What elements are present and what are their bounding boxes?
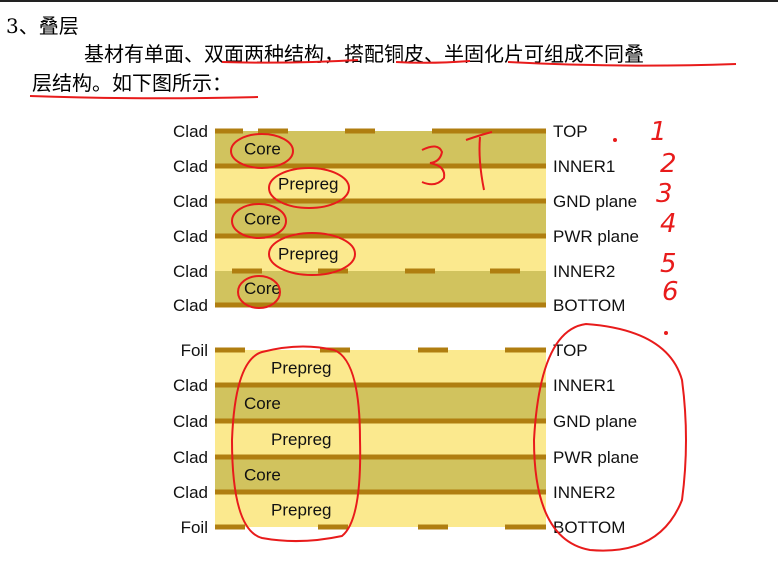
stack2-left-label: Clad [173, 376, 208, 395]
stack1-layer-label: Core [244, 210, 281, 229]
stack1-right-label: TOP [553, 122, 588, 141]
ink-underline-4 [29, 95, 259, 100]
ink-circle-prepreg-2 [268, 232, 356, 276]
ink-underline-2 [395, 60, 471, 64]
stack2-layer-label: Core [244, 466, 281, 485]
stack1-layer-prepreg [215, 236, 546, 271]
ink-circle-core-2 [231, 203, 287, 239]
ink-mark-slash [465, 131, 493, 191]
stack1-left-label: Clad [173, 227, 208, 246]
stack1-layer-core [215, 271, 546, 305]
stack1-right-label: BOTTOM [553, 296, 625, 315]
ink-layer-number: 4 [660, 209, 677, 239]
stack1-copper-trace [232, 268, 262, 274]
stack1-right-label: GND plane [553, 192, 637, 211]
stack2-left-label: Clad [173, 483, 208, 502]
ink-layer-number: 5 [660, 249, 677, 279]
paragraph-line-1: 基材有单面、双面两种结构，搭配铜皮、半固化片可组成不同叠 [84, 42, 644, 66]
stack2-layer-prepreg [215, 421, 546, 457]
ink-loop-stack2-right [532, 322, 687, 552]
stack2-layer-core [215, 457, 546, 492]
ink-layer-number: 1 [650, 117, 667, 147]
ink-loop-stack2-left [230, 345, 362, 543]
stack2-right-label: TOP [553, 341, 588, 360]
stack1-copper-trace [258, 128, 288, 134]
stack1-right-label: INNER1 [553, 157, 615, 176]
stack2-right-label: PWR plane [553, 448, 639, 467]
stack2-copper-trace [418, 524, 448, 530]
stack2-copper-trace [215, 454, 546, 460]
stack2-copper-trace [505, 524, 546, 530]
ink-underline-1 [221, 59, 359, 64]
stack2-copper-trace [215, 524, 245, 530]
ink-circle-core-3 [237, 275, 281, 309]
stack1-copper-trace [405, 268, 435, 274]
stack1-copper-trace [490, 268, 520, 274]
stack2-right-label: BOTTOM [553, 518, 625, 537]
stack2-layer-prepreg [215, 350, 546, 385]
top-rule [0, 0, 778, 2]
stack1-left-label: Clad [173, 262, 208, 281]
stack1-left-label: Clad [173, 192, 208, 211]
stack2-left-label: Clad [173, 448, 208, 467]
ink-circle-prepreg-1 [268, 167, 350, 209]
stack1-copper-trace [215, 198, 546, 204]
stack2-copper-trace [418, 347, 448, 353]
ink-circle-core-1 [230, 133, 294, 169]
stack2-layer-prepreg [215, 492, 546, 527]
stack1-right-label: PWR plane [553, 227, 639, 246]
stack1-left-label: Clad [173, 157, 208, 176]
stack1-layer-label: Prepreg [278, 245, 338, 264]
stack2-copper-trace [215, 489, 546, 495]
stack1-layer-label: Core [244, 140, 281, 159]
stack1-copper-trace [345, 128, 375, 134]
stack2-left-label: Clad [173, 412, 208, 431]
stack1-layer-core [215, 201, 546, 236]
stack2-copper-trace [215, 382, 546, 388]
stack1-right-label: INNER2 [553, 262, 615, 281]
stack2-layer-core [215, 385, 546, 421]
stack1-copper-trace [215, 128, 243, 134]
stack2-left-label: Foil [181, 341, 208, 360]
stack1-layer-label: Core [244, 279, 281, 298]
stack2-right-label: INNER1 [553, 376, 615, 395]
stack2-copper-trace [215, 418, 546, 424]
ink-underline-3 [507, 61, 737, 67]
stack2-right-label: GND plane [553, 412, 637, 431]
ink-dot-2 [664, 331, 668, 335]
ink-layer-number: 3 [656, 179, 673, 209]
stack1-left-label: Clad [173, 122, 208, 141]
stack2-copper-trace [505, 347, 546, 353]
stack1-copper-trace [432, 128, 546, 134]
ink-layer-number: 6 [662, 277, 679, 307]
ink-mark-3 [421, 145, 446, 186]
stack1-copper-trace [215, 302, 546, 308]
ink-layer-number: 2 [660, 149, 677, 179]
stack2-copper-trace [215, 347, 245, 353]
stack2-right-label: INNER2 [553, 483, 615, 502]
stack2-layer-label: Prepreg [271, 359, 331, 378]
ink-dot-1 [613, 138, 617, 142]
stack1-layer-core [215, 131, 546, 166]
stack1-copper-trace [318, 268, 348, 274]
stack1-copper-trace [215, 163, 546, 169]
stack2-left-label: Foil [181, 518, 208, 537]
stack1-copper-trace [215, 233, 546, 239]
section-heading: 3、叠层 [6, 14, 79, 38]
stack2-layer-label: Prepreg [271, 430, 331, 449]
stack1-left-label: Clad [173, 296, 208, 315]
paragraph-line-2: 层结构。如下图所示： [32, 71, 232, 95]
stack2-copper-trace [318, 524, 348, 530]
stack1-layer-label: Prepreg [278, 175, 338, 194]
stack2-layer-label: Core [244, 394, 281, 413]
stack2-layer-label: Prepreg [271, 501, 331, 520]
